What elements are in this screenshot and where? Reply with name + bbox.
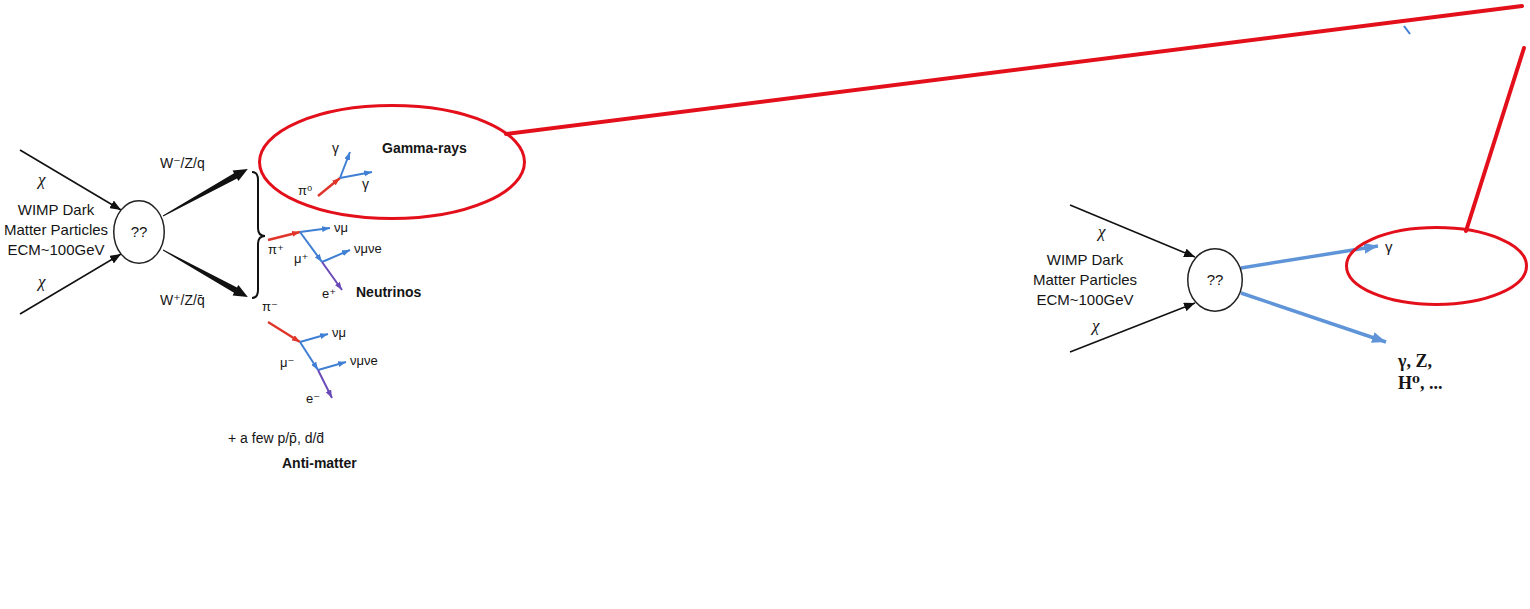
line-photon-arrow [1241, 246, 1378, 268]
neutrino-track [300, 228, 330, 232]
partner-particle-arrow [1241, 293, 1386, 342]
interaction-ellipse: ?? [113, 200, 165, 264]
particle-symbol: χ [38, 272, 45, 292]
pion-track [268, 232, 300, 240]
highlight-ellipse: γ [1345, 226, 1528, 306]
particle-label: γ [362, 176, 369, 192]
pion-track [318, 178, 340, 196]
neutrino-track [322, 250, 350, 262]
cropped-arrow-mark [1404, 26, 1410, 34]
channel-label: W⁻/Z/q [160, 155, 205, 171]
unknown-process-mark: ?? [131, 223, 148, 240]
highlight-ellipse [260, 106, 525, 219]
incoming-particle-arrow [20, 254, 121, 314]
particle-label: νμ [334, 221, 348, 236]
particle-label: γ [332, 140, 339, 156]
particle-label: μ⁻ [280, 356, 294, 371]
channel-label: W⁺/Z/q̄ [160, 292, 205, 308]
particle-label: e⁺ [322, 287, 336, 302]
note-label: + a few p/p̄, d/d̄ [228, 430, 324, 446]
incoming-particle-arrow [1070, 303, 1195, 352]
electron-track [318, 370, 332, 398]
final-state-label: γ, Z, H⁰, ... [1398, 350, 1458, 394]
product-heading: Anti-matter [282, 455, 357, 471]
highlight-ellipse [1347, 228, 1527, 305]
particle-label: γ [1385, 238, 1393, 255]
incoming-particle-arrow [1070, 205, 1195, 257]
interaction-ellipse [114, 201, 165, 264]
pion-track [268, 322, 300, 342]
energy-label: ECM~100GeV [0, 240, 112, 260]
particle-description: WIMP Dark Matter Particles [0, 200, 112, 240]
neutrino-track [300, 334, 328, 342]
particle-label: νμνe [354, 242, 382, 257]
particle-symbol: χ [1098, 222, 1105, 242]
callout-leader-line [1466, 48, 1524, 231]
energy-label: ECM~100GeV [1029, 290, 1141, 310]
product-heading: Gamma-rays [382, 140, 467, 156]
interaction-ellipse [1188, 249, 1243, 312]
particle-description: WIMP Dark Matter Particles [1029, 250, 1141, 290]
particle-label: νμνe [350, 354, 378, 369]
particle-label: π⁻ [262, 300, 278, 315]
highlight-ellipse-outline [1345, 226, 1528, 306]
particle-label: νμ [332, 326, 346, 341]
particle-symbol: χ [38, 170, 45, 190]
callout-leader-line [506, 6, 1522, 134]
neutrino-track [318, 362, 346, 370]
boson-arrow [163, 250, 248, 297]
highlight-ellipse: Gamma-rays γ γ π⁰ [258, 104, 526, 220]
muon-track [300, 342, 318, 370]
particle-label: π⁰ [298, 184, 312, 199]
particle-symbol: χ [1092, 316, 1099, 336]
brace [252, 172, 265, 298]
highlight-ellipse-outline [258, 104, 526, 220]
particle-label: π⁺ [268, 243, 284, 258]
product-heading: Neutrinos [356, 284, 421, 300]
particle-label: e⁻ [306, 392, 320, 407]
photon-track [340, 152, 350, 178]
particle-label: μ⁺ [294, 252, 308, 267]
positron-track [322, 262, 342, 290]
unknown-process-mark: ?? [1207, 271, 1224, 288]
boson-arrow [163, 169, 248, 216]
interaction-ellipse: ?? [1187, 248, 1243, 312]
